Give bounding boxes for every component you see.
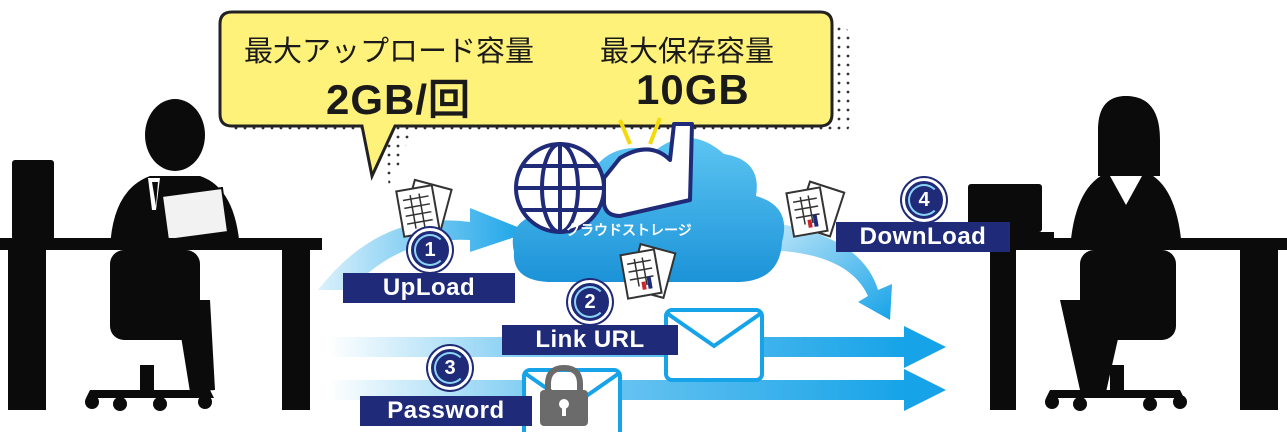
- speech-bubble: [218, 10, 834, 181]
- right-desk: [984, 238, 1287, 410]
- upload-label: UpLoad: [343, 273, 515, 303]
- paper-icon: [160, 186, 230, 242]
- cloud-tower: [602, 117, 694, 218]
- storage-capacity-caption: 最大保存容量: [600, 34, 775, 68]
- blouse-collar: [1110, 176, 1142, 205]
- link-envelope-icon: [664, 308, 764, 382]
- upload-capacity-caption: 最大アップロード容量: [244, 34, 535, 68]
- left-person-silhouette: [12, 99, 240, 411]
- download-document-icon: [785, 180, 846, 238]
- storage-capacity-value: 10GB: [636, 66, 750, 113]
- upload-document-icon: [395, 178, 453, 238]
- right-person-silhouette: [958, 96, 1187, 411]
- lock-icon: [540, 364, 588, 426]
- download-label: DownLoad: [836, 222, 1010, 252]
- upload-arrow: [318, 208, 530, 290]
- cloud-storage-label: クラウドストレージ: [566, 223, 692, 239]
- upload-capacity-value: 2GB/回: [326, 76, 472, 123]
- left-desk: [0, 238, 322, 410]
- step-number-badge: 2: [568, 280, 612, 324]
- download-arrow: [750, 220, 892, 320]
- step-number-badge: 1: [408, 228, 452, 272]
- password-label: Password: [360, 396, 532, 426]
- cloud-document-icon: [619, 242, 677, 300]
- step-number-badge: 3: [428, 346, 472, 390]
- globe-icon: [514, 142, 606, 234]
- step-number-badge: 4: [902, 178, 946, 222]
- link-url-label: Link URL: [502, 325, 678, 355]
